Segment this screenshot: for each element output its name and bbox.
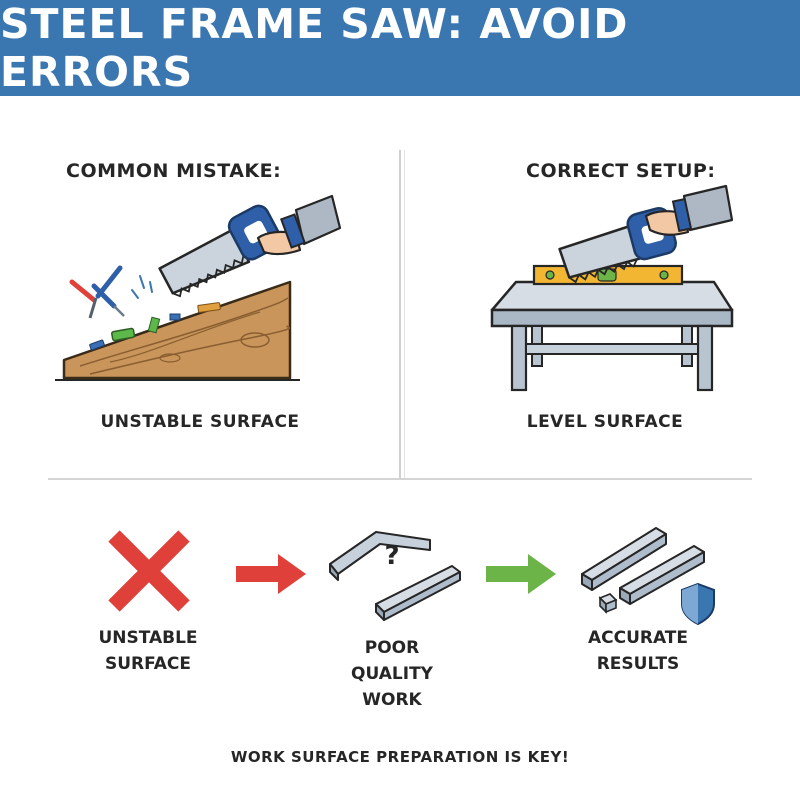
flow-step-unstable-line-1: UNSTABLE	[98, 628, 198, 648]
correct-panel-title: CORRECT SETUP:	[526, 160, 716, 182]
shield-icon	[681, 582, 715, 626]
question-mark: ?	[384, 541, 399, 571]
level-surface-caption: LEVEL SURFACE	[526, 412, 684, 432]
flow-step-poor-quality-line-3: WORK	[362, 690, 422, 710]
red-arrow-icon	[236, 554, 306, 594]
panel-divider-vertical	[399, 150, 401, 480]
screwdriver-icon	[91, 283, 125, 317]
unstable-surface-caption: UNSTABLE SURFACE	[100, 412, 300, 432]
panel-divider-vertical-shadow	[404, 150, 405, 480]
header-banner: STEEL FRAME SAW: AVOID ERRORS	[0, 0, 800, 96]
mistake-panel-title: COMMON MISTAKE:	[66, 160, 282, 182]
level-surface-illustration	[490, 184, 734, 392]
green-arrow-icon	[486, 554, 556, 594]
footer-message: WORK SURFACE PREPARATION IS KEY!	[230, 748, 570, 766]
pliers-icon	[69, 265, 123, 319]
red-x-icon	[108, 530, 190, 612]
flow-step-poor-quality-label: POOR QUALITY WORK	[302, 635, 482, 713]
scattered-debris-icon	[89, 302, 221, 351]
straight-steel-profile-icon	[581, 527, 715, 626]
tilted-wood-board-icon	[62, 280, 292, 380]
panel-divider-horizontal	[48, 478, 752, 480]
workbench-table-icon	[490, 280, 734, 392]
flow-step-unstable-line-2: SURFACE	[104, 654, 192, 674]
flow-step-accurate-label: ACCURATE RESULTS	[548, 625, 728, 677]
flow-step-accurate-line-1: ACCURATE	[587, 628, 689, 648]
flow-step-poor-quality-line-2: QUALITY	[351, 664, 433, 684]
hand-icon	[256, 194, 342, 256]
flow-step-accurate-line-2: RESULTS	[596, 654, 680, 674]
bent-steel-profile-icon: ?	[329, 531, 461, 621]
motion-lines-icon	[131, 275, 153, 299]
page-title: STEEL FRAME SAW: AVOID ERRORS	[0, 0, 629, 96]
hand-icon	[644, 184, 734, 236]
unstable-surface-illustration	[55, 194, 342, 381]
flow-step-poor-quality-line-1: POOR	[364, 638, 420, 658]
flow-step-unstable-label: UNSTABLE SURFACE	[58, 625, 238, 677]
